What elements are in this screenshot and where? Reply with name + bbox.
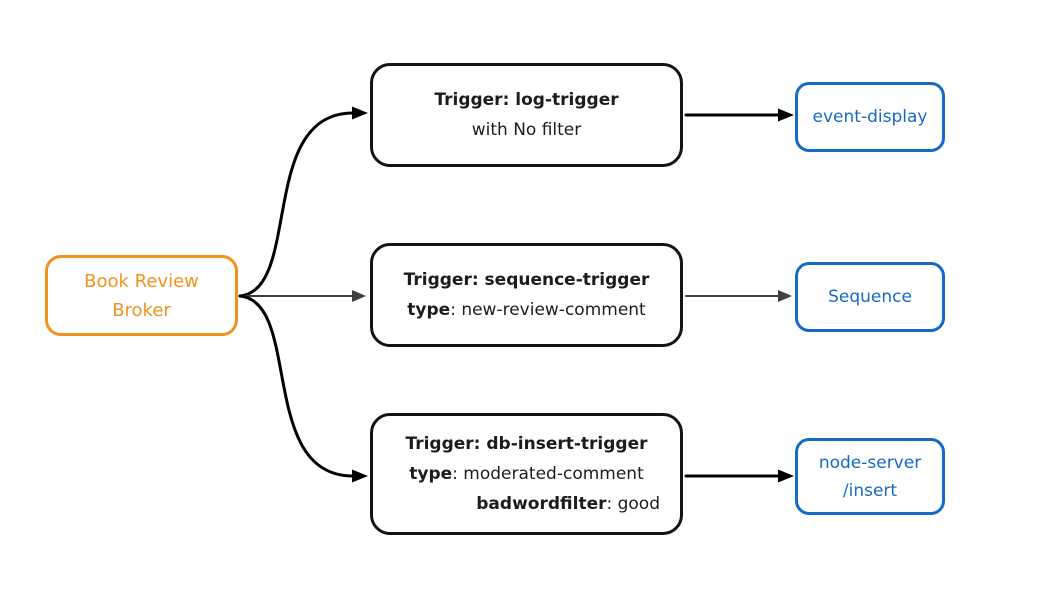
trigger-sequence-type: type: new-review-comment [407, 300, 646, 320]
sink-node-server-label-line1: node-server [818, 452, 922, 473]
sink-node-node-server: node-server /insert [795, 438, 945, 515]
trigger-node-sequence: Trigger: sequence-trigger type: new-revi… [370, 243, 683, 347]
sink-node-server-label-line2: /insert [842, 480, 898, 501]
sink-sequence-label: Sequence [828, 287, 912, 307]
trigger-log-filter: with No filter [471, 120, 582, 140]
sink-node-sequence: Sequence [795, 262, 945, 332]
trigger-db-insert-title: Trigger: db-insert-trigger [405, 434, 648, 454]
trigger-node-log: Trigger: log-trigger with No filter [370, 63, 683, 167]
trigger-db-insert-badwordfilter: badwordfilter: good [476, 494, 660, 514]
trigger-node-db-insert: Trigger: db-insert-trigger type: moderat… [370, 413, 683, 535]
broker-label-line1: Book Review [84, 270, 199, 292]
broker-node: Book Review Broker [45, 255, 238, 336]
trigger-db-insert-type: type: moderated-comment [409, 464, 644, 484]
trigger-log-title: Trigger: log-trigger [434, 90, 619, 110]
sink-node-event-display: event-display [795, 82, 945, 152]
edge-broker-to-log-trigger [238, 106, 368, 298]
sink-event-display-label: event-display [812, 107, 928, 127]
trigger-sequence-title: Trigger: sequence-trigger [403, 270, 650, 290]
broker-label-line2: Broker [112, 299, 171, 321]
edge-broker-to-db-insert-trigger [238, 294, 368, 483]
